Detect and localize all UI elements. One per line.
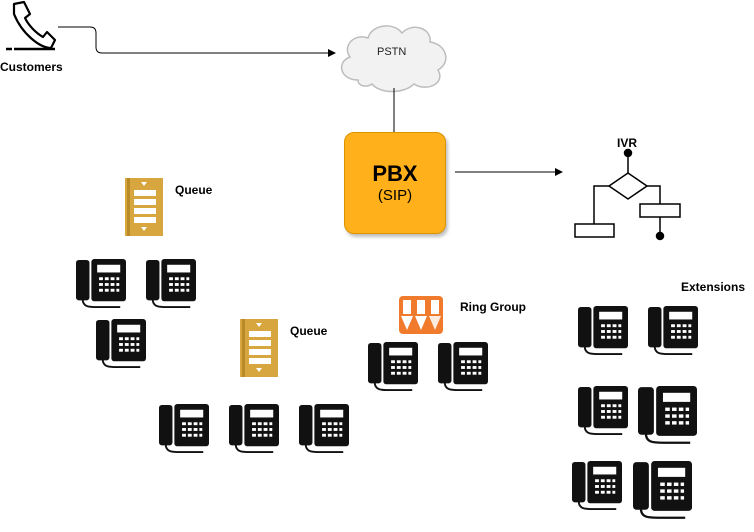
desk-phone-icon xyxy=(578,386,628,436)
desk-phone-icon xyxy=(146,259,196,309)
desk-phone-icon xyxy=(229,404,279,454)
pbx-subtitle: (SIP) xyxy=(377,187,413,204)
pbx-title: PBX xyxy=(372,161,418,186)
phone-handset-icon xyxy=(6,0,57,51)
customers-to-pstn-connector xyxy=(58,26,336,57)
queue-icon xyxy=(125,178,163,236)
queue-label-2: Queue xyxy=(290,324,328,338)
customers-label: Customers xyxy=(0,60,63,74)
ring-group-label: Ring Group xyxy=(460,300,526,314)
desk-phone-icon xyxy=(633,461,692,519)
desk-phone-icon xyxy=(159,404,209,454)
pbx-node: PBX (SIP) xyxy=(344,132,446,234)
desk-phone-icon xyxy=(638,386,697,444)
extensions-label: Extensions xyxy=(681,280,746,294)
cloud-icon xyxy=(340,25,447,93)
queue-icon xyxy=(240,319,278,377)
desk-phone-icon xyxy=(572,461,622,511)
desk-phone-icon xyxy=(368,342,418,392)
pstn-label: PSTN xyxy=(377,46,407,58)
queue-label-1: Queue xyxy=(175,183,213,197)
ring-group-icon xyxy=(399,296,443,334)
desk-phone-icon xyxy=(96,319,146,369)
ivr-label: IVR xyxy=(617,136,638,150)
desk-phone-icon xyxy=(578,306,628,356)
desk-phone-icon xyxy=(438,342,488,392)
desk-phone-icon xyxy=(76,259,126,309)
desk-phone-icon xyxy=(648,306,698,356)
desk-phone-icon xyxy=(299,404,349,454)
ivr-flowchart-icon xyxy=(574,148,681,241)
